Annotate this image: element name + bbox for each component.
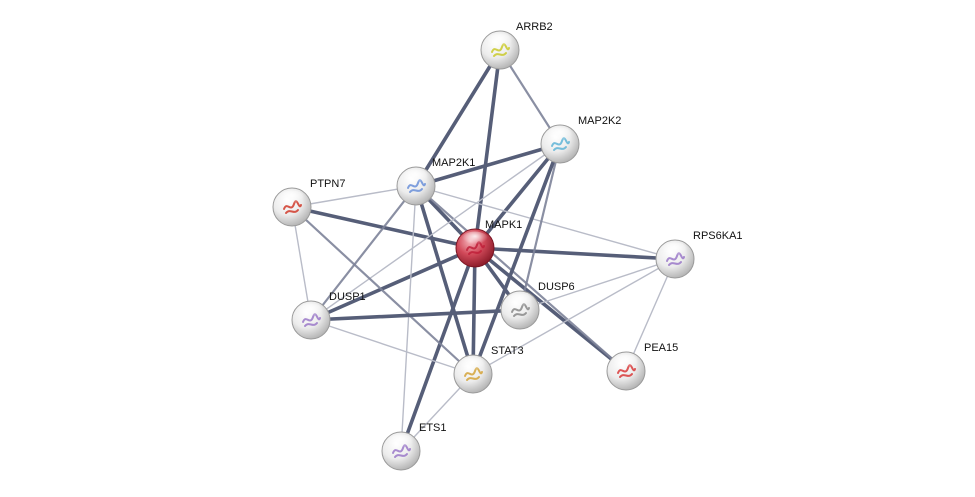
edge-map2k1-stat3[interactable] [414, 184, 475, 376]
node-dusp1[interactable]: DUSP1 [291, 291, 366, 340]
edge-rps6ka1-pea15[interactable] [625, 258, 676, 372]
node-highlight [297, 303, 325, 320]
edge-map2k1-map2k2[interactable] [414, 142, 562, 188]
edge-dusp1-dusp6[interactable] [309, 308, 522, 322]
node-dusp6[interactable]: DUSP6 [500, 281, 575, 330]
edge-mapk1-rps6ka1[interactable] [473, 246, 677, 261]
edge-map2k2-stat3[interactable] [471, 142, 562, 376]
node-highlight [278, 190, 306, 207]
node-highlight [461, 231, 489, 248]
nodes-layer: MAPK1 ARRB2MAP2K2MAP2K1PTPN7RPS6KA1DUSP6D… [272, 21, 743, 471]
node-label: DUSP1 [329, 291, 366, 303]
edge-mapk1-dusp1[interactable] [309, 246, 477, 322]
node-highlight [486, 33, 514, 50]
edge-dusp1-stat3[interactable] [310, 319, 474, 375]
node-label: MAP2K2 [578, 115, 621, 127]
edge-dusp6-rps6ka1[interactable] [519, 258, 676, 311]
node-map2k1[interactable]: MAP2K1 [396, 157, 475, 206]
node-highlight [402, 169, 430, 186]
node-map2k2[interactable]: MAP2K2 [540, 115, 621, 164]
node-label: ARRB2 [516, 21, 553, 33]
node-label: MAP2K1 [432, 157, 475, 169]
node-highlight [459, 357, 487, 374]
node-rps6ka1[interactable]: RPS6KA1 [655, 230, 743, 279]
node-label: STAT3 [491, 345, 524, 357]
node-arrb2[interactable]: ARRB2 [480, 21, 553, 70]
node-highlight [506, 293, 534, 310]
node-mapk1[interactable]: MAPK1 [455, 219, 522, 268]
edge-mapk1-map2k2[interactable] [473, 142, 562, 250]
node-pea15[interactable]: PEA15 [606, 342, 678, 391]
edge-mapk1-arrb2[interactable] [473, 48, 502, 250]
node-stat3[interactable]: STAT3 [453, 345, 524, 394]
node-label: PTPN7 [310, 178, 345, 190]
edge-mapk1-pea15[interactable] [473, 246, 628, 373]
edge-map2k1-dusp1[interactable] [309, 184, 418, 322]
edge-map2k2-dusp1[interactable] [310, 143, 561, 321]
edge-mapk1-ets1[interactable] [399, 246, 477, 453]
node-label: PEA15 [644, 342, 678, 354]
node-label: RPS6KA1 [693, 230, 743, 242]
edge-map2k1-ptpn7[interactable] [291, 185, 417, 208]
edge-map2k1-rps6ka1[interactable] [415, 185, 676, 260]
edge-map2k1-ets1[interactable] [400, 185, 417, 452]
edge-map2k1-pea15[interactable] [414, 184, 628, 373]
edge-ptpn7-stat3[interactable] [290, 205, 475, 376]
node-label: ETS1 [419, 422, 447, 434]
node-label: MAPK1 [485, 219, 522, 231]
node-ptpn7[interactable]: PTPN7 [272, 178, 345, 227]
edge-map2k2-dusp6[interactable] [518, 142, 562, 312]
node-highlight [661, 242, 689, 259]
node-label: DUSP6 [538, 281, 575, 293]
edge-stat3-rps6ka1[interactable] [472, 258, 676, 375]
edge-map2k1-arrb2[interactable] [414, 48, 502, 188]
node-ets1[interactable]: ETS1 [381, 422, 447, 471]
node-highlight [546, 127, 574, 144]
node-highlight [612, 354, 640, 371]
node-highlight [387, 434, 415, 451]
